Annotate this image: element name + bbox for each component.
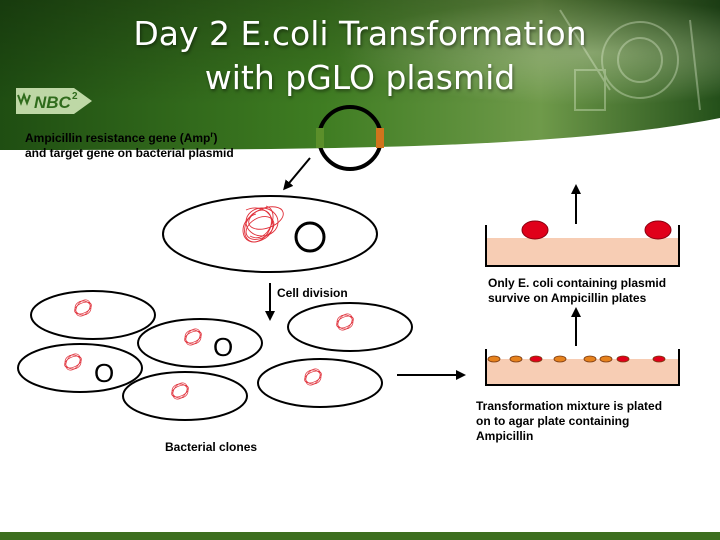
slide-title-line2: with pGLO plasmid — [204, 58, 516, 97]
bacterial-clones — [17, 290, 413, 421]
target-gene-band — [376, 128, 384, 148]
colony-orange — [509, 355, 523, 363]
colony-red — [529, 355, 543, 363]
plasmid-in-cell — [294, 221, 326, 253]
slide-title-line1: Day 2 E.coli Transformation — [133, 14, 587, 53]
header-shade — [0, 0, 720, 150]
footer-stripe — [0, 532, 720, 540]
plasmid-label-line2: and target gene on bacterial plasmid — [25, 146, 234, 160]
plate-agar — [486, 359, 679, 385]
logo-wave-mark — [17, 92, 31, 106]
ampicillin-plate-label: Only E. coli containing plasmid survive … — [488, 276, 708, 306]
ampicillin-plate — [485, 220, 680, 267]
clone-cell — [30, 290, 156, 340]
transformation-plate-label: Transformation mixture is plated on to a… — [476, 399, 711, 444]
ampicillin-plate-label-line1: Only E. coli containing plasmid — [488, 276, 667, 290]
clone-cell — [17, 343, 143, 393]
logo-chevron-shape — [16, 88, 92, 114]
plasmid-to-cell-arrow — [283, 157, 311, 191]
colony-orange — [583, 355, 597, 363]
ampicillin-plate-label-line2: survive on Ampicillin plates — [488, 291, 647, 305]
plasmid-label: Ampicillin resistance gene (Ampr) and ta… — [25, 131, 285, 161]
transformation-plate-label-line1: Transformation mixture is plated — [476, 399, 663, 413]
surviving-colony — [521, 220, 549, 240]
clone-dna-tangles — [64, 299, 354, 400]
clone-cell — [122, 371, 248, 421]
transformation-plate-label-line2: on to agar plate containing — [476, 414, 630, 428]
logo-superscript: 2 — [72, 91, 78, 102]
plate-walls — [485, 225, 680, 267]
logo-text: NBC — [34, 93, 72, 112]
colony-red — [616, 355, 630, 363]
colony-orange — [553, 355, 567, 363]
plate-agar — [486, 238, 679, 266]
amp-resistance-gene-band — [316, 128, 324, 148]
clone-cell — [137, 318, 263, 368]
bacterial-clones-label: Bacterial clones — [165, 440, 258, 454]
clone-cell — [287, 302, 413, 352]
colony-red — [652, 355, 666, 363]
plasmid — [316, 105, 384, 171]
plate-colonies — [487, 355, 666, 363]
clone-plasmid-symbol: O — [213, 332, 234, 362]
transformed-cell — [162, 195, 378, 273]
colony-orange — [599, 355, 613, 363]
colony-orange — [487, 355, 501, 363]
nbc2-logo: NBC 2 — [16, 88, 92, 114]
lab-equipment-decoration — [559, 9, 701, 111]
clone-cell — [257, 358, 383, 408]
plasmid-label-line1: Ampicillin resistance gene (Ampr) — [25, 130, 218, 146]
transformation-plate — [485, 349, 680, 386]
chromosomal-dna-tangle — [242, 205, 284, 243]
clone-plasmid-symbol: O — [94, 358, 115, 388]
plate-walls — [485, 349, 680, 386]
header-band — [0, 0, 720, 150]
surviving-colony — [644, 220, 672, 240]
cell-division-label: Cell division — [277, 286, 348, 300]
transformation-plate-label-line3: Ampicillin — [476, 429, 534, 443]
